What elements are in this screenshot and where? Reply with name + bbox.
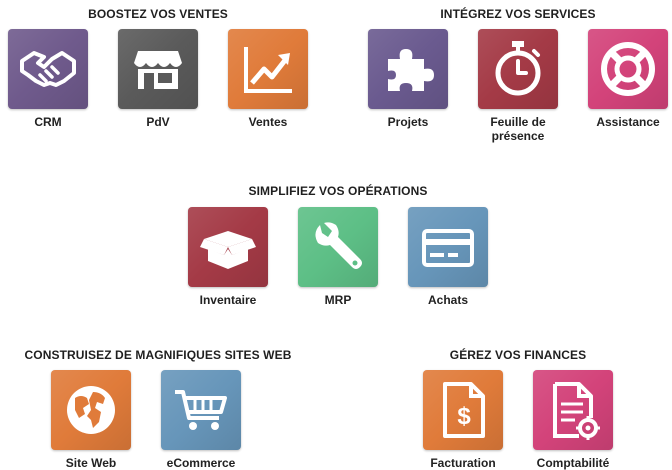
app-label-assistance: Assistance (596, 115, 660, 129)
section-title-integrate: INTÉGREZ VOS SERVICES (440, 7, 596, 21)
crm-tile[interactable] (8, 29, 88, 109)
app-label-ventes: Ventes (248, 115, 288, 129)
comptabilite-tile[interactable] (533, 370, 613, 450)
projets-tile[interactable] (368, 29, 448, 109)
globe-icon (67, 386, 115, 434)
app-label-site-web: Site Web (65, 456, 117, 470)
app-site-web[interactable]: Site Web (51, 370, 131, 470)
mrp-tile[interactable] (298, 207, 378, 287)
facturation-tile[interactable]: $ (423, 370, 503, 450)
section-title-simplify: SIMPLIFIEZ VOS OPÉRATIONS (248, 184, 428, 198)
stopwatch-icon (495, 41, 541, 96)
app-ecommerce[interactable]: eCommerce (161, 370, 241, 470)
ventes-tile[interactable] (228, 29, 308, 109)
puzzle-icon (388, 49, 434, 91)
app-comptabilite[interactable]: Comptabilité (533, 370, 613, 470)
wrench-icon (315, 222, 362, 269)
app-assistance[interactable]: Assistance (588, 29, 668, 129)
accounting-doc-icon (553, 382, 600, 440)
app-pdv[interactable]: PdV (118, 29, 198, 129)
app-label-feuille-de-presence: Feuille de présence (490, 115, 546, 143)
lifebuoy-icon (601, 42, 655, 96)
app-crm[interactable]: CRM (8, 29, 88, 129)
app-label-achats: Achats (427, 293, 468, 307)
siteweb-tile[interactable] (51, 370, 131, 450)
inventaire-tile[interactable] (188, 207, 268, 287)
section-title-finance: GÉREZ VOS FINANCES (449, 348, 587, 362)
app-label-mrp: MRP (324, 293, 352, 307)
feuille-tile[interactable] (478, 29, 558, 109)
app-ventes[interactable]: Ventes (228, 29, 308, 129)
app-label-ecommerce: eCommerce (166, 456, 236, 470)
app-label-projets: Projets (387, 115, 429, 129)
app-projets[interactable]: Projets (368, 29, 448, 129)
ecommerce-tile[interactable] (161, 370, 241, 450)
app-label-facturation: Facturation (430, 456, 496, 470)
section-title-boost: BOOSTEZ VOS VENTES (88, 7, 228, 21)
shop-icon (134, 51, 182, 89)
app-facturation[interactable]: $ Facturation (423, 370, 503, 470)
handshake-icon (20, 51, 76, 87)
app-achats[interactable]: Achats (408, 207, 488, 307)
credit-card-icon (422, 229, 474, 267)
app-inventaire[interactable]: Inventaire (188, 207, 268, 307)
box-icon (200, 231, 256, 269)
app-feuille-de-presence[interactable]: Feuille de présence (478, 29, 558, 143)
svg-text:$: $ (457, 403, 471, 430)
invoice-icon: $ (443, 382, 485, 438)
section-title-build: CONSTRUISEZ DE MAGNIFIQUES SITES WEB (24, 348, 292, 362)
app-label-crm: CRM (34, 115, 62, 129)
assistance-tile[interactable] (588, 29, 668, 109)
app-label-pdv: PdV (146, 115, 170, 129)
app-mrp[interactable]: MRP (298, 207, 378, 307)
achats-tile[interactable] (408, 207, 488, 287)
app-label-inventaire: Inventaire (199, 293, 257, 307)
cart-icon (175, 390, 227, 430)
app-label-comptabilite: Comptabilité (536, 456, 610, 470)
trend-chart-icon (244, 47, 292, 93)
pdv-tile[interactable] (118, 29, 198, 109)
